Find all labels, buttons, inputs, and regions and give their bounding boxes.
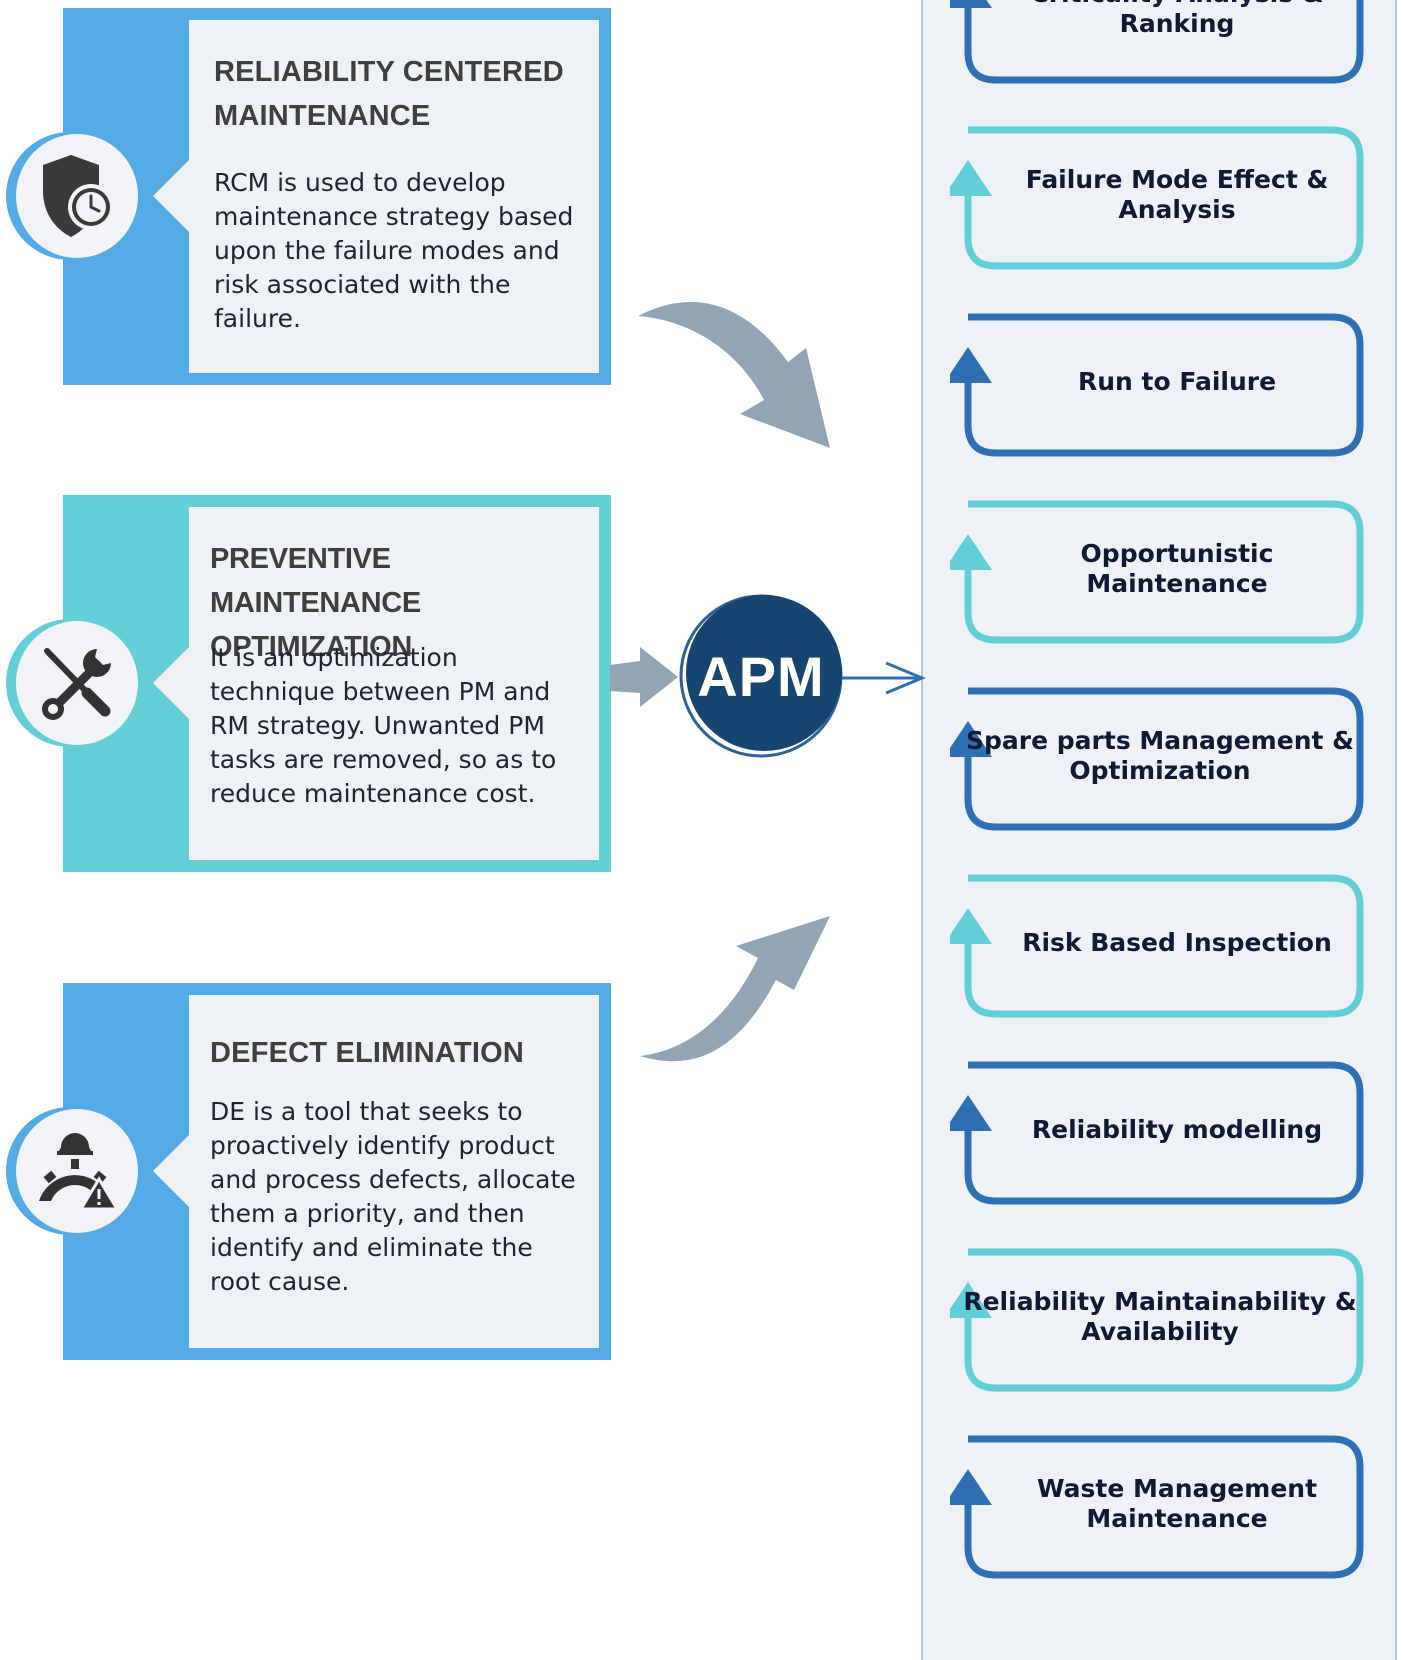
up-arrow-icon	[950, 347, 992, 383]
card-body: PREVENTIVE MAINTENANCE OPTIMIZATION It i…	[189, 507, 599, 860]
item-label: Risk Based Inspection	[1022, 928, 1332, 957]
item-frame	[950, 1061, 1364, 1205]
up-arrow-icon	[950, 534, 992, 570]
item-label: Failure Mode Effect & Analysis	[1025, 165, 1329, 224]
straight-arrow	[610, 647, 678, 707]
method-item: Failure Mode Effect & Analysis	[950, 120, 1370, 270]
up-arrow-icon	[950, 1469, 992, 1505]
card-pmo: PREVENTIVE MAINTENANCE OPTIMIZATION It i…	[6, 495, 611, 872]
icon-disc	[16, 134, 138, 258]
item-frame	[950, 874, 1364, 1018]
item-frame	[950, 500, 1364, 644]
curved-arrow-up	[640, 916, 830, 1062]
up-arrow-icon	[950, 1095, 992, 1131]
wrench-screwdriver-icon	[42, 648, 111, 720]
apm-label: APM	[697, 644, 825, 708]
card-description: RCM is used to develop maintenance strat…	[214, 168, 574, 333]
card-title: RELIABILITY CENTERED MAINTENANCE	[214, 56, 564, 132]
apm-circle	[679, 594, 843, 758]
item-label: Criticality Analysis & Ranking	[1030, 0, 1323, 38]
card-icon-badge	[6, 1107, 138, 1235]
card-title: PREVENTIVE MAINTENANCE OPTIMIZATION	[210, 543, 421, 663]
curved-arrow-down	[638, 301, 830, 448]
card-body: DEFECT ELIMINATION DE is a tool that see…	[189, 995, 599, 1348]
item-frame	[950, 313, 1364, 457]
icon-disc	[16, 1109, 138, 1233]
method-item: Waste Management Maintenance	[950, 1429, 1370, 1579]
card-pointer	[153, 158, 191, 234]
item-frame	[950, 687, 1364, 831]
card-pointer	[153, 645, 191, 721]
method-item: Spare parts Management & Optimization	[950, 681, 1370, 831]
item-frame	[950, 126, 1364, 270]
apm-hub: APM	[678, 593, 848, 763]
item-label: Reliability Maintainability & Availabili…	[963, 1287, 1357, 1346]
card-defect-elimination: DEFECT ELIMINATION DE is a tool that see…	[6, 983, 611, 1360]
card-description: DE is a tool that seeks to proactively i…	[210, 1097, 576, 1296]
up-arrow-icon	[950, 0, 992, 8]
apm-connector-arrow	[842, 661, 926, 694]
up-arrow-icon	[950, 1282, 992, 1318]
card-icon-badge	[6, 132, 138, 260]
up-arrow-icon	[950, 721, 992, 757]
item-frame	[950, 1248, 1364, 1392]
method-item: Opportunistic Maintenance	[950, 494, 1370, 644]
item-label: Run to Failure	[1077, 367, 1277, 396]
item-label: Reliability modelling	[1031, 1115, 1323, 1144]
item-label: Opportunistic Maintenance	[1080, 539, 1274, 598]
card-description: It is an optimization technique between …	[210, 643, 557, 808]
hardhat-gear-warning-icon	[39, 1133, 120, 1211]
item-frame	[950, 1435, 1364, 1579]
icon-disc	[16, 621, 138, 745]
method-item: Risk Based Inspection	[950, 868, 1370, 1018]
shield-clock-icon	[43, 155, 114, 237]
item-frame	[950, 0, 1364, 84]
method-item: Reliability Maintainability & Availabili…	[950, 1242, 1370, 1392]
card-pointer	[153, 1133, 191, 1209]
method-item: Reliability modelling	[950, 1055, 1370, 1205]
method-item: Criticality Analysis & Ranking	[950, 0, 1370, 84]
card-body: RELIABILITY CENTERED MAINTENANCE RCM is …	[189, 20, 599, 373]
item-label: Waste Management Maintenance	[1036, 1474, 1318, 1533]
item-label: Spare parts Management & Optimization	[966, 726, 1354, 785]
up-arrow-icon	[950, 908, 992, 944]
card-icon-badge	[6, 619, 138, 747]
card-rcm: RELIABILITY CENTERED MAINTENANCE RCM is …	[6, 8, 611, 385]
up-arrow-icon	[950, 160, 992, 196]
method-item: Run to Failure	[950, 307, 1370, 457]
card-title: DEFECT ELIMINATION	[210, 1037, 524, 1069]
